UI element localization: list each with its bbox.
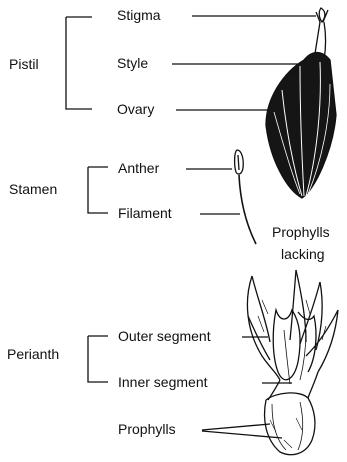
perianth-illustration [247, 270, 338, 455]
prophylls-leader-1 [202, 424, 270, 430]
stigma-label: Stigma [117, 7, 161, 23]
stamen-label: Stamen [9, 181, 57, 197]
pistil-illustration [266, 8, 336, 198]
prophylls-lacking-caption-line1: Prophylls [272, 224, 330, 240]
inner-segment-label: Inner segment [118, 374, 208, 390]
stamen-group: Stamen Anther Filament [9, 160, 240, 221]
stamen-illustration [235, 150, 256, 244]
prophylls-lacking-caption-line2: lacking [281, 246, 325, 262]
ovary-label: Ovary [117, 101, 154, 117]
filament-label: Filament [118, 205, 172, 221]
prophylls-leader-2 [202, 431, 282, 438]
pistil-bracket [66, 17, 92, 109]
pistil-group: Pistil Stigma Style Ovary [9, 7, 316, 117]
outer-segment-label: Outer segment [118, 328, 211, 344]
stamen-bracket [88, 167, 108, 213]
prophylls-label: Prophylls [118, 421, 176, 437]
anther-label: Anther [118, 160, 160, 176]
perianth-label: Perianth [7, 346, 59, 362]
perianth-bracket [88, 336, 108, 382]
style-label: Style [117, 55, 148, 71]
pistil-label: Pistil [9, 56, 39, 72]
perianth-group: Perianth Outer segment Inner segment [7, 328, 292, 390]
